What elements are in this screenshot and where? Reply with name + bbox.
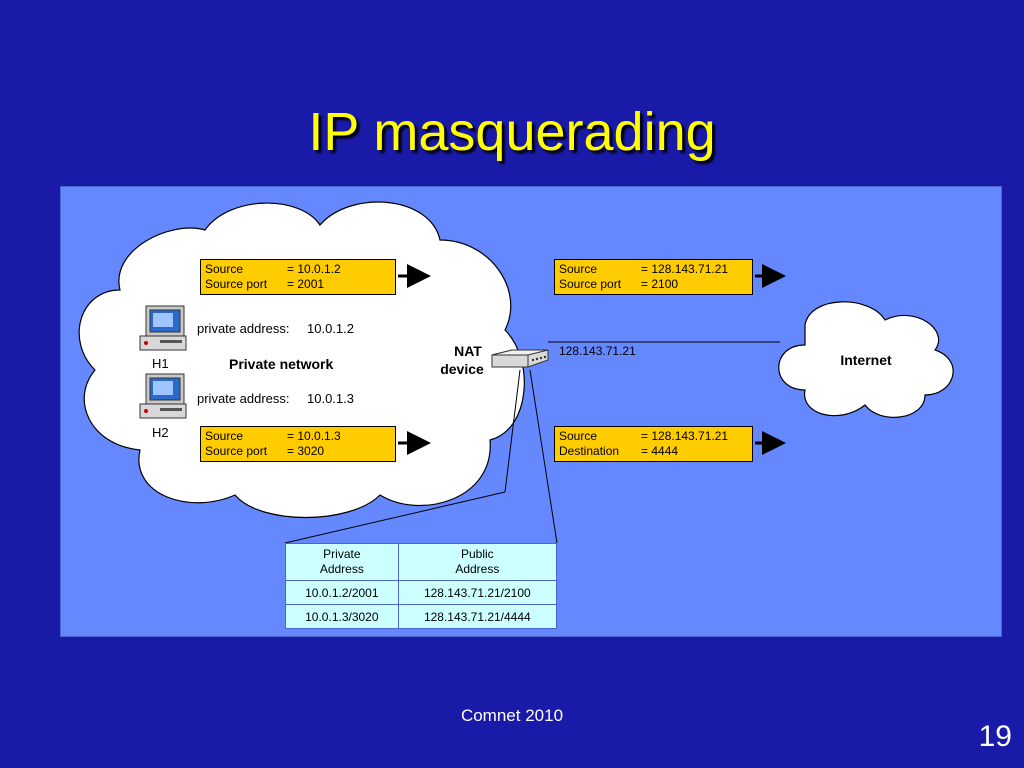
public-ip-label: 128.143.71.21 <box>559 344 636 358</box>
slide-footer: Comnet 2010 <box>460 706 564 725</box>
table-cell-public: 128.143.71.21/2100 <box>397 580 558 605</box>
packet-field-value: = 2100 <box>641 277 679 291</box>
packet-field-key: Source port <box>205 277 268 291</box>
table-header-private-line1: Private <box>323 547 361 561</box>
table-header-private-line2: Address <box>319 562 364 576</box>
nat-device-icon <box>491 349 549 368</box>
internet-cloud <box>778 301 954 418</box>
host-h1-computer-icon <box>139 305 187 351</box>
table-header-private: Private Address <box>285 543 399 581</box>
slide-title: IP masquerading <box>308 102 716 162</box>
table-header-public-line2: Address <box>455 562 500 576</box>
host-h1-address: 10.0.1.2 <box>307 321 354 336</box>
table-header-public-line1: Public <box>460 547 494 561</box>
host-h1-address-label: private address: <box>197 321 290 336</box>
packet-box-h1-private: Source = 10.0.1.2 Source port = 2001 <box>200 259 396 295</box>
callout-line-right <box>529 369 558 544</box>
host-h2-label: H2 <box>152 425 169 440</box>
table-header-row: Private Address Public Address <box>285 543 558 581</box>
packet-field-value: = 2001 <box>287 277 325 291</box>
callout-line-left-b <box>284 491 506 544</box>
packet-field-key: Source port <box>205 444 268 458</box>
table-row: 10.0.1.3/3020 128.143.71.21/4444 <box>285 604 558 629</box>
host-h2-computer-icon <box>139 373 187 419</box>
packet-field-value: = 128.143.71.21 <box>641 429 729 443</box>
page-number: 19 <box>978 720 1012 753</box>
nat-label-line2: device <box>440 361 484 377</box>
host-h1-label: H1 <box>152 356 169 371</box>
host-h2-address: 10.0.1.3 <box>307 391 354 406</box>
host-h2-address-label: private address: <box>197 391 290 406</box>
nat-label-line1: NAT <box>454 343 482 359</box>
packet-box-h2-public: Source = 128.143.71.21 Destination = 4444 <box>554 426 753 462</box>
packet-box-h2-private: Source = 10.0.1.3 Source port = 3020 <box>200 426 396 462</box>
nat-translation-table: Private Address Public Address 10.0.1.2/… <box>285 543 558 629</box>
packet-field-value: = 10.0.1.3 <box>287 429 341 443</box>
callout-line-left <box>504 369 521 493</box>
packet-field-value: = 3020 <box>287 444 325 458</box>
packet-field-key: Source <box>205 429 244 443</box>
table-cell-public: 128.143.71.21/4444 <box>397 604 558 629</box>
packet-field-value: = 4444 <box>641 444 679 458</box>
packet-field-key: Source <box>559 429 598 443</box>
packet-field-key: Source <box>205 262 244 276</box>
internet-label: Internet <box>840 352 892 368</box>
packet-field-key: Source <box>559 262 598 276</box>
packet-field-value: = 128.143.71.21 <box>641 262 729 276</box>
table-header-public: Public Address <box>397 543 558 581</box>
table-cell-private: 10.0.1.2/2001 <box>285 580 399 605</box>
packet-box-h1-public: Source = 128.143.71.21 Source port = 2100 <box>554 259 753 295</box>
packet-field-key: Source port <box>559 277 622 291</box>
table-cell-private: 10.0.1.3/3020 <box>285 604 399 629</box>
packet-field-key: Destination <box>559 444 620 458</box>
private-network-label: Private network <box>229 356 333 372</box>
table-row: 10.0.1.2/2001 128.143.71.21/2100 <box>285 580 558 605</box>
packet-field-value: = 10.0.1.2 <box>287 262 341 276</box>
